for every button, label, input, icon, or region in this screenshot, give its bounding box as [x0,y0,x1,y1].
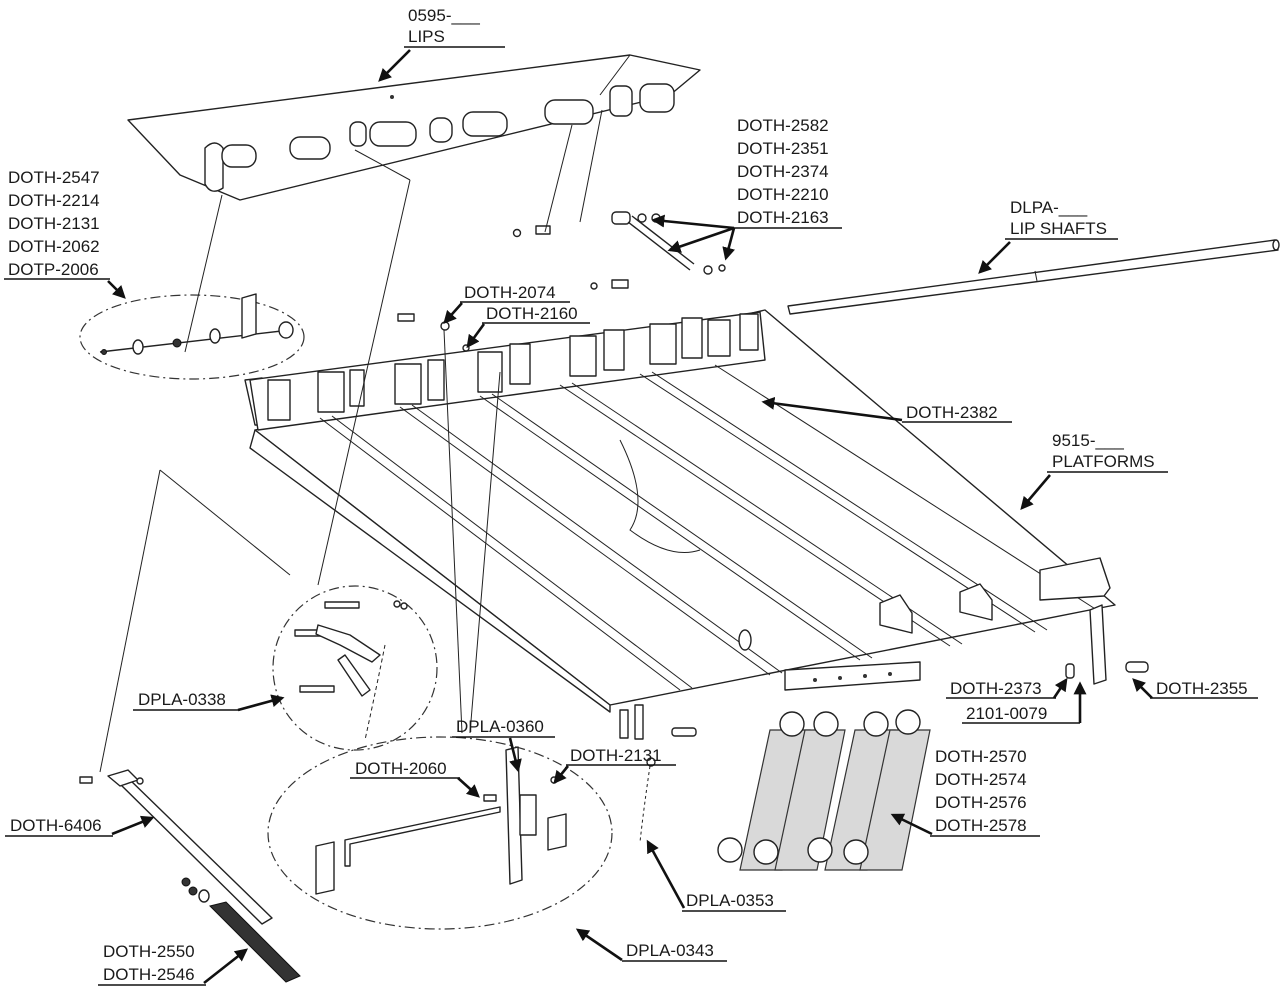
label-doth-2574: DOTH-2574 [935,770,1027,789]
label-doth-2131: DOTH-2131 [8,214,100,233]
label-doth-2351: DOTH-2351 [737,139,829,158]
label-doth-2550: DOTH-2550 [103,942,195,961]
label-group-top-right: DOTH-2582 DOTH-2351 DOTH-2374 DOTH-2210 … [737,116,829,227]
label-dpla-0360: DPLA-0360 [456,717,544,736]
label-doth-2576: DOTH-2576 [935,793,1027,812]
label-lips-name: LIPS [408,27,445,46]
label-doth-2214: DOTH-2214 [8,191,100,210]
label-doth-2163: DOTH-2163 [737,208,829,227]
label-doth-2374: DOTH-2374 [737,162,829,181]
label-dpla-0338: DPLA-0338 [138,690,226,709]
label-dpla-0353: DPLA-0353 [686,891,774,910]
chain-bracket-detail [272,585,438,751]
label-dpla-0343: DPLA-0343 [626,941,714,960]
label-group-hinge: DOTH-2547 DOTH-2214 DOTH-2131 DOTH-2062 … [8,168,100,279]
label-doth-2160: DOTH-2160 [486,304,578,323]
label-platforms-code: 9515-___ [1052,431,1124,450]
label-doth-2060: DOTH-2060 [355,759,447,778]
label-platforms-name: PLATFORMS [1052,452,1155,471]
lip-shaft [787,239,1280,315]
label-doth-2582: DOTH-2582 [737,116,829,135]
label-dotp-2006: DOTP-2006 [8,260,99,279]
label-doth-2062: DOTH-2062 [8,237,100,256]
hold-down-detail [267,736,656,930]
label-2101-0079: 2101-0079 [966,704,1047,723]
threaded-rod [181,877,301,983]
label-doth-2578: DOTH-2578 [935,816,1027,835]
hinge-pin-detail [79,293,305,380]
label-lips-code: 0595-___ [408,6,480,25]
label-doth-2547: DOTH-2547 [8,168,100,187]
label-doth-2570: DOTH-2570 [935,747,1027,766]
label-doth-2546: DOTH-2546 [103,965,195,984]
release-rod [79,769,273,925]
label-doth-2074: DOTH-2074 [464,283,556,302]
platform-deck [244,309,1116,740]
lip-hinge-tubes [204,83,675,192]
header-hinge-lugs [267,313,759,421]
right-pins [671,661,1149,737]
label-doth-2210: DOTH-2210 [737,185,829,204]
label-doth-2382: DOTH-2382 [906,403,998,422]
springs [717,709,931,871]
top-hardware [397,211,726,352]
lip-plate [127,54,701,201]
label-group-springs: DOTH-2570 DOTH-2574 DOTH-2576 DOTH-2578 [935,747,1027,835]
label-lip-shafts-name: LIP SHAFTS [1010,219,1107,238]
platform-ribs [319,364,1101,691]
assembly-leaders [99,109,603,773]
label-doth-2355: DOTH-2355 [1156,679,1248,698]
label-doth-6406: DOTH-6406 [10,816,102,835]
label-lip-shafts-code: DLPA-___ [1010,198,1088,217]
label-doth-2373: DOTH-2373 [950,679,1042,698]
label-doth-2131-lower: DOTH-2131 [570,746,662,765]
